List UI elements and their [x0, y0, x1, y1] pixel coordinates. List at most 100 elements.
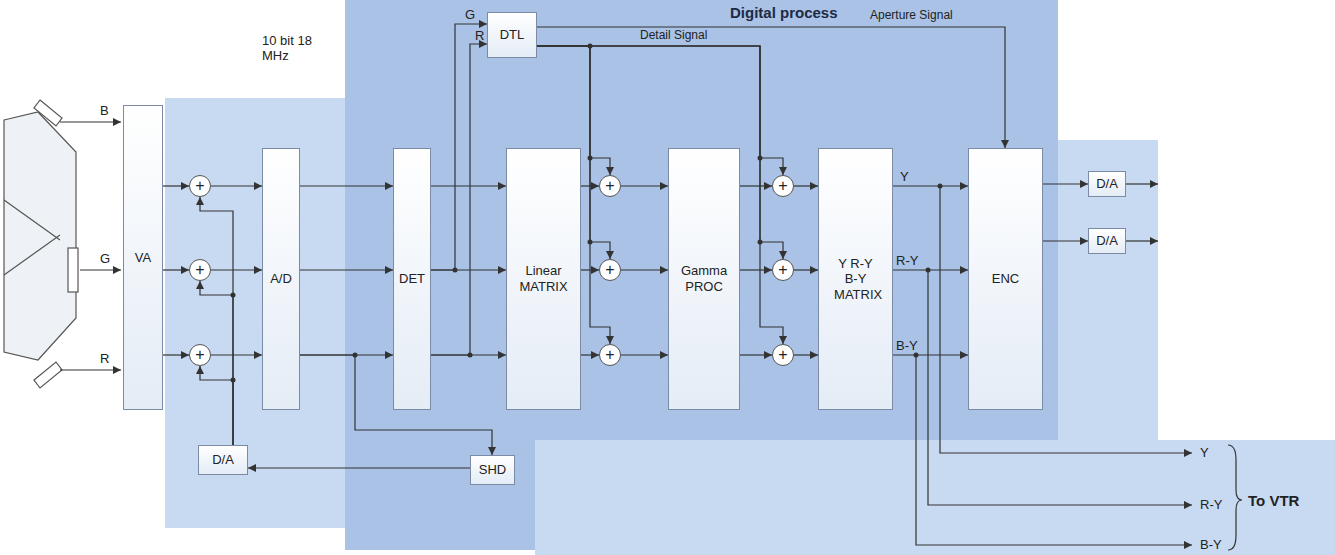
signal-name: R [475, 29, 484, 44]
box-label: + [778, 262, 787, 278]
box-label: D/A [1096, 233, 1118, 249]
prism-illustration [68, 248, 78, 292]
signal-name: G [465, 8, 475, 23]
signal-connector [163, 269, 189, 270]
destination-label: To VTR [1248, 492, 1299, 509]
signal-connector [1043, 240, 1088, 241]
adder-circle: + [772, 344, 794, 366]
signal-name: B-Y [1200, 538, 1222, 553]
spec-note: 10 bit 18 MHz [262, 34, 312, 64]
converter-box: D/A [198, 445, 248, 475]
adder-circle: + [189, 175, 211, 197]
signal-connector [1043, 183, 1088, 184]
box-label: + [195, 178, 204, 194]
signal-connector [581, 185, 599, 186]
signal-name: B [100, 104, 109, 119]
prism-illustration [34, 100, 62, 126]
box-label: + [605, 347, 614, 363]
signal-connector [581, 354, 599, 355]
signal-connector [300, 185, 393, 186]
box-label: + [605, 262, 614, 278]
shading-box: SHD [470, 455, 515, 485]
signal-name: R [100, 352, 109, 367]
adder-circle: + [772, 259, 794, 281]
converter-box: D/A [1088, 228, 1126, 254]
signal-name: Y [1200, 446, 1209, 461]
adder-circle: + [599, 344, 621, 366]
box-label: DET [399, 271, 425, 287]
output-wire [1126, 240, 1158, 241]
signal-connector [300, 269, 393, 270]
analog-region [165, 98, 345, 528]
signal-connector [893, 354, 968, 355]
box-label: D/A [1096, 176, 1118, 192]
region-title: Digital process [730, 4, 838, 21]
output-wire [916, 355, 1192, 545]
amplifier-box: VA [123, 105, 163, 410]
box-label: Y R-Y B-Y MATRIX [834, 256, 877, 303]
analog-region [165, 98, 345, 528]
box-label: ENC [992, 271, 1019, 287]
signal-connector [211, 354, 262, 355]
adder-circle: + [599, 175, 621, 197]
prism-illustration [34, 362, 62, 388]
signal-connector [163, 185, 189, 186]
output-region [535, 440, 1335, 555]
encoder-box: ENC [968, 148, 1043, 410]
signal-name: Detail Signal [640, 29, 707, 43]
signal-connector [200, 366, 233, 445]
bracket [1228, 445, 1242, 550]
signal-connector [211, 185, 262, 186]
signal-connector [740, 354, 772, 355]
box-label: + [778, 178, 787, 194]
box-label: A/D [270, 271, 292, 287]
output-wire [916, 184, 1192, 545]
output-wire [1126, 183, 1158, 184]
input-wire [80, 269, 121, 270]
signal-name: Y [900, 170, 909, 185]
prism-illustration [4, 100, 78, 388]
adder-circle: + [189, 344, 211, 366]
signal-connector [893, 185, 968, 186]
signal-connector [621, 269, 668, 270]
signal-connector [740, 185, 772, 186]
signal-connector [248, 467, 470, 468]
signal-connector [431, 185, 506, 186]
converter-box: A/D [262, 148, 300, 410]
box-label: D/A [212, 452, 234, 468]
adder-circle: + [599, 259, 621, 281]
signal-connector [211, 269, 262, 270]
signal-name: R-Y [1200, 498, 1222, 513]
signal-connector [537, 27, 1005, 148]
box-label: + [605, 178, 614, 194]
signal-connector [431, 24, 487, 270]
box-label: Gamma PROC [672, 263, 736, 294]
signal-connector [431, 44, 487, 355]
converter-box: D/A [1088, 171, 1126, 197]
signal-name: R-Y [896, 254, 918, 269]
signal-name: Aperture Signal [870, 9, 953, 23]
signal-connector [794, 354, 818, 355]
signal-connector [581, 269, 599, 270]
matrix-box: Linear MATRIX [506, 148, 581, 410]
matrix-box: Y R-Y B-Y MATRIX [818, 148, 893, 410]
detector-box: DET [393, 148, 431, 410]
signal-connector [621, 354, 668, 355]
signal-connector [893, 269, 968, 270]
box-label: + [195, 347, 204, 363]
output-region [1058, 140, 1158, 440]
signal-connector [740, 269, 772, 270]
signal-connector [200, 197, 233, 445]
adder-circle: + [189, 259, 211, 281]
signal-connector [621, 185, 668, 186]
gamma-box: Gamma PROC [668, 148, 740, 410]
signal-connector [794, 269, 818, 270]
bracket [1228, 445, 1242, 550]
signal-connector [163, 354, 189, 355]
adder-circle: + [772, 175, 794, 197]
signal-name: B-Y [896, 339, 918, 354]
box-label: DTL [500, 27, 525, 43]
box-label: VA [135, 250, 151, 266]
signal-connector [794, 185, 818, 186]
box-label: + [195, 262, 204, 278]
